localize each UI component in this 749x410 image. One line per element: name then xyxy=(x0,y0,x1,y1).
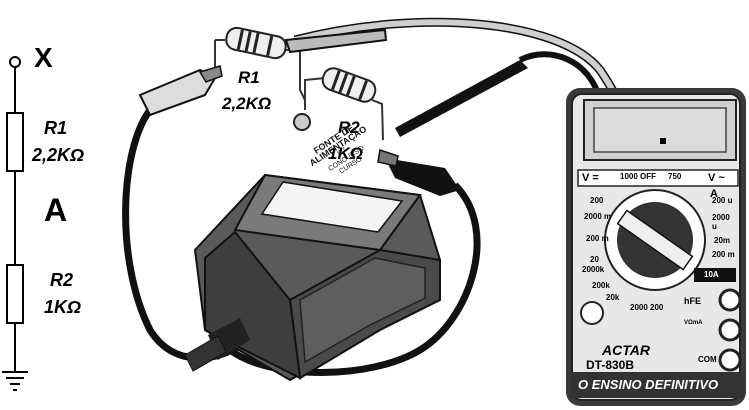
meter-tagline: O ENSINO DEFINITIVO xyxy=(578,377,719,392)
meter-scale-vdc: V = xyxy=(582,172,599,184)
range-label: 10A xyxy=(704,270,719,279)
schematic-r2-name: R2 xyxy=(50,270,74,290)
node-x-label: X xyxy=(34,42,53,73)
multimeter xyxy=(566,88,746,406)
meter-scale-vac: V ~ xyxy=(708,172,725,184)
resistor-r1 xyxy=(214,26,306,101)
alligator-clip-right xyxy=(377,149,460,196)
board-r1-value: 2,2KΩ xyxy=(222,94,272,113)
range-label: 2000 xyxy=(630,303,648,312)
board-r2-name: R2 xyxy=(338,118,360,137)
meter-scale-a: A xyxy=(710,188,718,200)
jack-vohm xyxy=(718,318,742,342)
power-supply xyxy=(184,173,442,382)
jack-vohm-label: VΩmA xyxy=(684,320,703,326)
probe-black xyxy=(395,60,528,137)
junction-node xyxy=(293,113,311,131)
range-label: 20k xyxy=(606,293,620,302)
meter-display xyxy=(593,107,727,153)
range-label: 2000 u xyxy=(712,213,730,231)
schematic xyxy=(2,56,28,391)
meter-scale-off: 1000 OFF xyxy=(620,172,657,181)
node-a-label: A xyxy=(44,192,68,228)
board-r1-name: R1 xyxy=(238,68,260,87)
range-label: 200 xyxy=(650,303,664,312)
range-label: 2000k xyxy=(582,265,605,274)
schematic-r2-value: 1KΩ xyxy=(44,297,82,317)
probe-rod-gray xyxy=(284,28,388,54)
range-label: 200k xyxy=(592,281,610,290)
schematic-r2 xyxy=(6,264,24,324)
meter-model: DT-830B xyxy=(586,358,635,372)
range-label: 20 xyxy=(590,255,599,264)
range-label: 2000 m xyxy=(584,212,612,221)
tagline-bar xyxy=(570,372,744,398)
hfe-label: hFE xyxy=(684,296,701,306)
alligator-clip-left xyxy=(138,65,223,117)
range-label: 200 xyxy=(590,196,604,205)
decimal-point xyxy=(660,138,666,144)
meter-scale-750: 750 xyxy=(668,172,682,181)
range-label: 200 u xyxy=(712,196,733,205)
node-x-terminal xyxy=(9,56,21,68)
resistor-r2 xyxy=(293,67,384,141)
schematic-r1 xyxy=(6,112,24,172)
supply-label xyxy=(260,181,404,233)
ground-symbol xyxy=(2,371,28,391)
schematic-r1-value: 2,2KΩ xyxy=(32,145,85,165)
jack-com xyxy=(718,348,742,372)
range-label: 200 m xyxy=(586,234,609,243)
range-label: 20m xyxy=(714,236,731,245)
jack-com-label: COM xyxy=(698,355,717,364)
range-label: 200 m xyxy=(712,250,735,259)
dial-pointer xyxy=(616,209,694,271)
hfe-socket xyxy=(580,301,604,325)
jack-10a xyxy=(718,288,742,312)
range-10a-badge xyxy=(694,268,736,282)
meter-brand: ACTAR xyxy=(602,342,650,358)
schematic-r1-name: R1 xyxy=(44,118,68,138)
board-r2-value: 1KΩ xyxy=(328,144,364,163)
